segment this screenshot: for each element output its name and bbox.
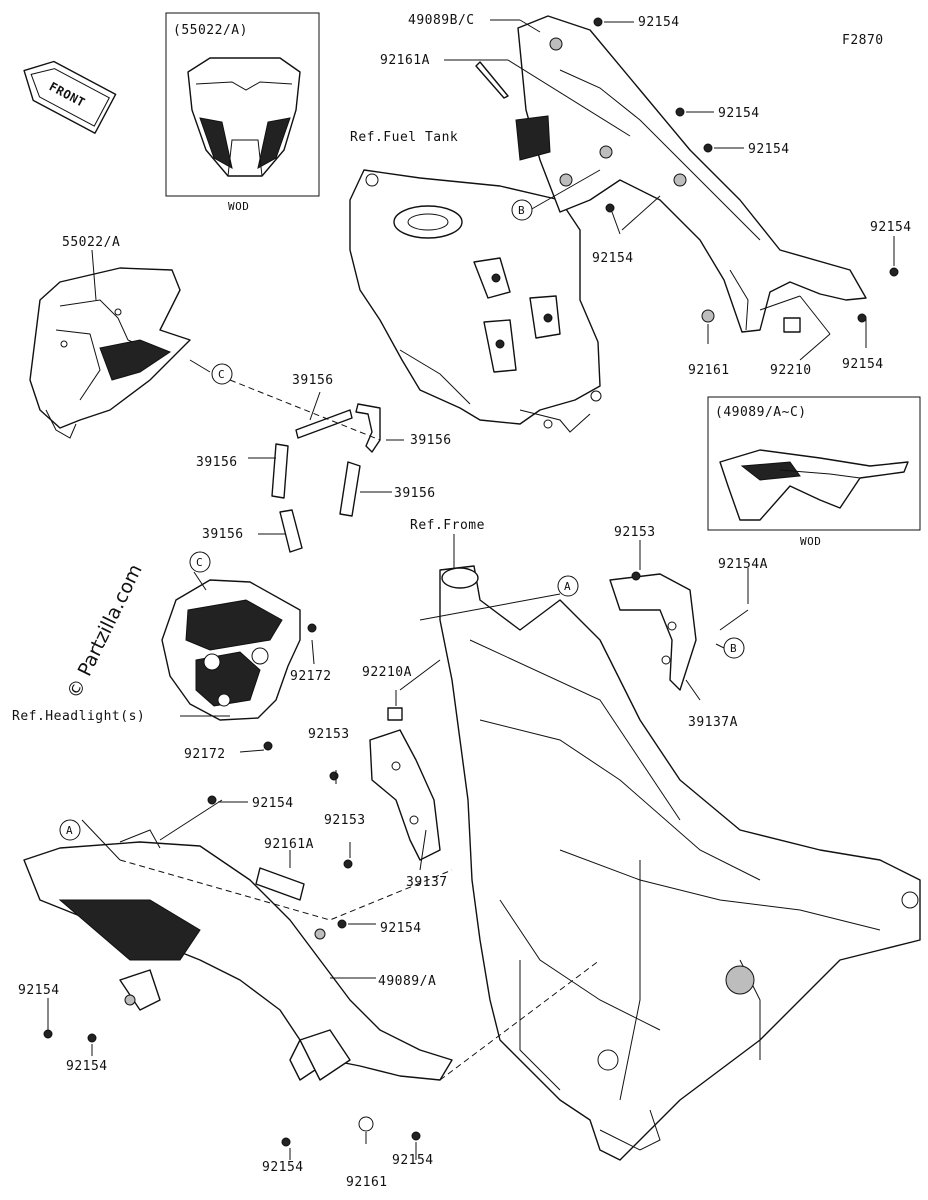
svg-text:C: C bbox=[196, 556, 203, 569]
label-92161-r: 92161 bbox=[688, 363, 730, 378]
callout-b-top: B bbox=[511, 199, 533, 221]
pad-92161a bbox=[255, 867, 305, 901]
frame-reference bbox=[439, 565, 921, 1161]
label-39156-d: 39156 bbox=[394, 486, 436, 501]
inset-side-cover: (49089/A~C) WOD bbox=[707, 396, 921, 548]
svg-text:B: B bbox=[518, 204, 525, 217]
label-92161-b: 92161 bbox=[346, 1175, 388, 1190]
bolt-fasteners bbox=[43, 17, 899, 1147]
label-92154-c: 92154 bbox=[380, 921, 422, 936]
callout-c-right: C bbox=[211, 363, 233, 385]
label-92154-b1: 92154 bbox=[262, 1160, 304, 1175]
label-92154-bl2: 92154 bbox=[66, 1059, 108, 1074]
headlight-cowl-55022a bbox=[29, 267, 191, 439]
pad-92161a-top bbox=[475, 61, 509, 99]
callout-a-top: A bbox=[557, 575, 579, 597]
svg-text:A: A bbox=[564, 580, 571, 593]
fastener-92210a bbox=[387, 707, 403, 721]
label-92154-br: 92154 bbox=[842, 357, 884, 372]
label-92153-mid: 92153 bbox=[308, 727, 350, 742]
grommet-92210 bbox=[783, 317, 801, 333]
headlight-cowl-variant-illustration bbox=[187, 57, 301, 177]
bracket-39137 bbox=[369, 729, 441, 861]
label-92154-r1: 92154 bbox=[718, 106, 760, 121]
headlight-reference bbox=[161, 579, 301, 721]
label-39156-e: 39156 bbox=[202, 527, 244, 542]
label-39137a: 39137A bbox=[688, 715, 738, 730]
ref-frame-label: Ref.Frome bbox=[410, 518, 485, 533]
label-39156-b: 39156 bbox=[410, 433, 452, 448]
inset-headlight-cowl: (55022/A) WOD bbox=[165, 12, 320, 213]
hoses-39156 bbox=[271, 403, 381, 553]
ref-fuel-tank-label: Ref.Fuel Tank bbox=[350, 130, 458, 145]
label-92210: 92210 bbox=[770, 363, 812, 378]
label-92161a-l: 92161A bbox=[264, 837, 314, 852]
label-92154-top: 92154 bbox=[638, 15, 680, 30]
svg-text:C: C bbox=[218, 368, 225, 381]
label-92154-r2: 92154 bbox=[748, 142, 790, 157]
bracket-39137a bbox=[609, 573, 697, 691]
leader-lines bbox=[47, 19, 895, 1160]
watermark: © Partzilla.com bbox=[63, 561, 147, 702]
label-92154a: 92154A bbox=[718, 557, 768, 572]
label-49089bc: 49089B/C bbox=[408, 13, 475, 28]
inset-side-cover-title: (49089/A~C) bbox=[715, 405, 807, 420]
label-39156-c: 39156 bbox=[196, 455, 238, 470]
front-arrow-icon: FRONT bbox=[23, 60, 117, 134]
label-92154-mid: 92154 bbox=[592, 251, 634, 266]
nut-92161 bbox=[358, 1116, 374, 1132]
callout-a-left: A bbox=[59, 819, 81, 841]
label-49089a: 49089/A bbox=[378, 974, 436, 989]
svg-text:B: B bbox=[730, 642, 737, 655]
label-39137: 39137 bbox=[406, 875, 448, 890]
nut-92161-right bbox=[701, 309, 715, 323]
label-39156-a: 39156 bbox=[292, 373, 334, 388]
callout-b-right: B bbox=[723, 637, 745, 659]
fuel-tank-reference bbox=[349, 169, 602, 433]
svg-text:A: A bbox=[66, 824, 73, 837]
label-92153-top: 92153 bbox=[614, 525, 656, 540]
label-92154-bl1: 92154 bbox=[18, 983, 60, 998]
callout-c-headlight: C bbox=[189, 551, 211, 573]
side-cover-variant-illustration bbox=[719, 449, 909, 521]
inset-side-cover-footer: WOD bbox=[800, 535, 821, 548]
label-92153-l: 92153 bbox=[324, 813, 366, 828]
label-92172-a: 92172 bbox=[290, 669, 332, 684]
inset-headlight-cowl-title: (55022/A) bbox=[173, 23, 248, 38]
label-92210a: 92210A bbox=[362, 665, 412, 680]
label-92154-fr: 92154 bbox=[870, 220, 912, 235]
label-92172-b: 92172 bbox=[184, 747, 226, 762]
side-cover-49089a bbox=[23, 829, 453, 1081]
diagram-code: F2870 bbox=[842, 33, 884, 48]
label-92154-b2: 92154 bbox=[392, 1153, 434, 1168]
inset-headlight-cowl-footer: WOD bbox=[228, 200, 249, 213]
ref-headlight-label: Ref.Headlight(s) bbox=[12, 709, 145, 724]
side-cover-49089bc bbox=[515, 15, 867, 333]
label-92154-l: 92154 bbox=[252, 796, 294, 811]
label-55022a: 55022/A bbox=[62, 235, 120, 250]
label-92161a-top: 92161A bbox=[380, 53, 430, 68]
